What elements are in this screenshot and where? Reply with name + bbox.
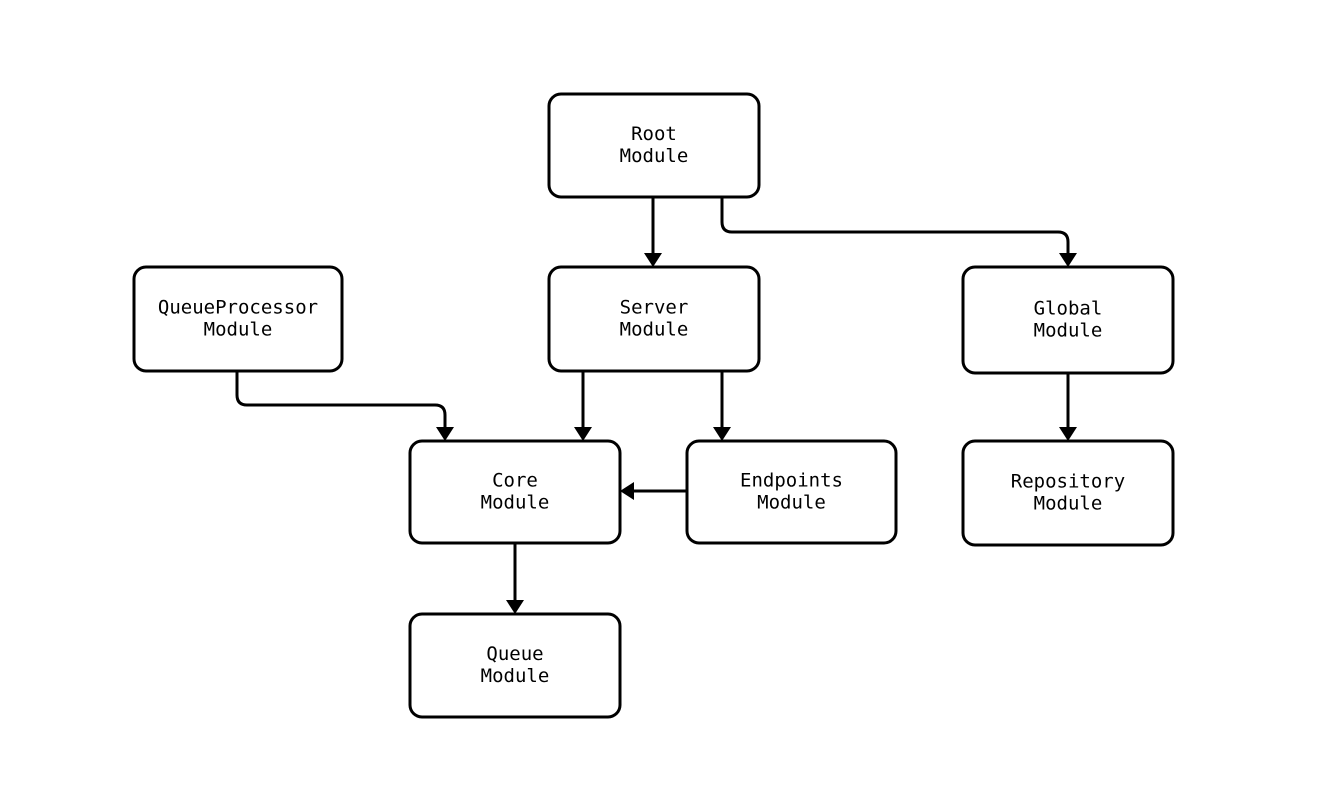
arrow-head-icon: [1059, 427, 1077, 441]
node-label-line: Module: [1034, 493, 1103, 515]
node-label-line: Module: [620, 145, 689, 167]
node-box[interactable]: [961, 265, 1175, 375]
edge-endpoints-to-core: [620, 482, 687, 500]
node-label-line: Module: [757, 492, 826, 514]
node-label-line: Endpoints: [740, 470, 843, 492]
node-label-line: Module: [481, 665, 550, 687]
node-label-line: Module: [204, 319, 273, 341]
node-box[interactable]: [408, 439, 622, 545]
edge-server-to-endpoints: [713, 371, 731, 441]
node-label-line: Module: [620, 319, 689, 341]
arrow-head-icon: [644, 253, 662, 267]
node-label-line: Server: [620, 297, 689, 319]
edge-core-to-queue: [506, 543, 524, 614]
node-label-line: QueueProcessor: [158, 297, 318, 319]
arrow-head-icon: [713, 427, 731, 441]
node-box[interactable]: [685, 439, 898, 545]
edge-root-to-server: [644, 197, 662, 267]
arrow-head-icon: [1059, 253, 1077, 267]
edge-server-to-core: [574, 371, 592, 441]
edge-global-to-repository: [1059, 373, 1077, 441]
node-box[interactable]: [132, 265, 344, 373]
node-label-line: Repository: [1011, 471, 1125, 493]
arrow-head-icon: [620, 482, 634, 500]
node-label-line: Queue: [486, 643, 543, 665]
node-label-line: Core: [492, 470, 538, 492]
node-label-line: Global: [1034, 298, 1103, 320]
edge-line: [720, 197, 1070, 260]
arrow-head-icon: [506, 600, 524, 614]
node-box[interactable]: [547, 265, 761, 373]
node-label-line: Module: [1034, 320, 1103, 342]
node-box[interactable]: [547, 92, 761, 199]
edge-root-to-global: [720, 197, 1077, 267]
arrow-head-icon: [574, 427, 592, 441]
node-label-line: Module: [481, 492, 550, 514]
node-box[interactable]: [961, 439, 1175, 547]
node-label-line: Root: [631, 123, 677, 145]
arrow-head-icon: [436, 427, 454, 441]
edges-layer: [235, 197, 1077, 614]
edge-line: [235, 371, 447, 434]
node-box[interactable]: [408, 612, 622, 719]
nodes-layer: RootModuleQueueProcessorModuleServerModu…: [132, 92, 1175, 719]
edge-queueprocessor-to-core: [235, 371, 454, 441]
